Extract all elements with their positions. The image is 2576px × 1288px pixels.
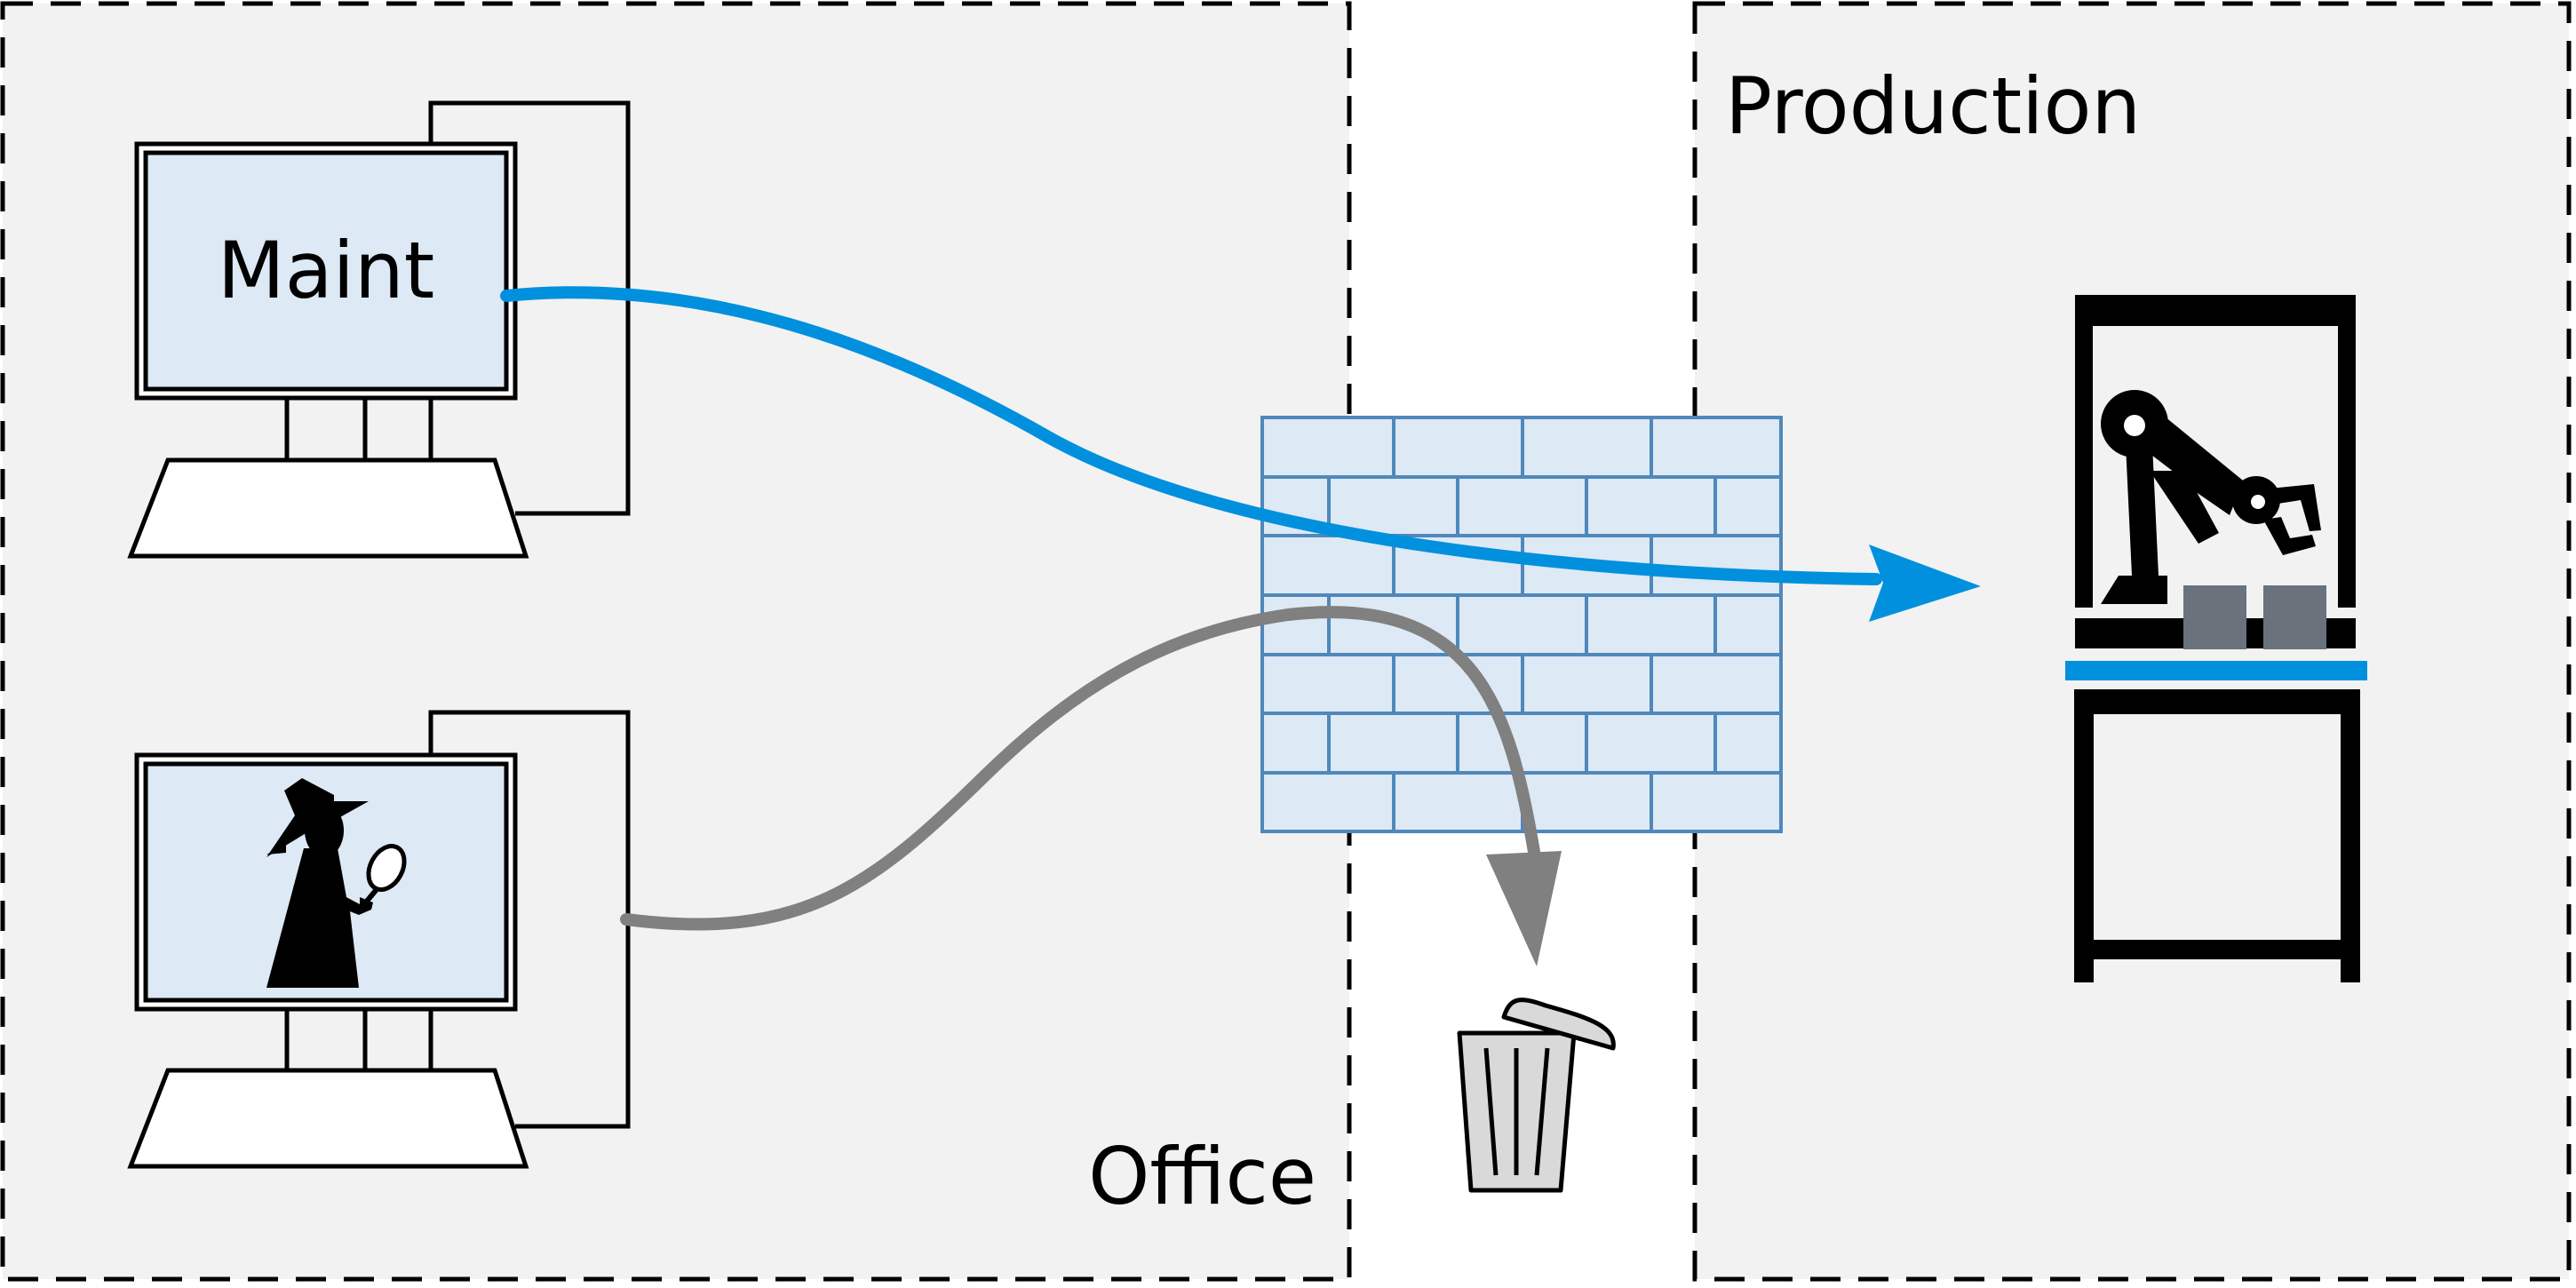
allowed-connection	[500, 286, 1981, 622]
attacker-keyboard	[127, 1068, 529, 1169]
attacker-tower	[428, 710, 631, 1129]
conveyor-belt	[2065, 661, 2367, 680]
firewall	[1260, 416, 1783, 833]
production-zone-label: Production	[1725, 60, 2141, 152]
robot-cell	[2065, 295, 2367, 982]
blocked-connection	[620, 606, 1562, 966]
maintenance-computer: Maint	[127, 100, 631, 559]
maintenance-screen-label: Maint	[218, 225, 435, 316]
spy-icon	[266, 778, 373, 988]
blocked-flow-arrowhead	[1486, 851, 1562, 966]
allowed-flow-line	[500, 286, 1882, 585]
allowed-flow-arrowhead	[1869, 545, 1981, 622]
brick-wall-icon	[1260, 416, 1783, 833]
maintenance-tower	[428, 100, 631, 516]
blocked-flow-line	[620, 606, 1541, 931]
trash-lid	[1501, 998, 1616, 1051]
office-zone-label: Office	[1088, 1131, 1316, 1222]
attacker-computer	[127, 710, 631, 1169]
trash-can-icon	[1457, 998, 1616, 1193]
maintenance-keyboard	[127, 457, 529, 559]
